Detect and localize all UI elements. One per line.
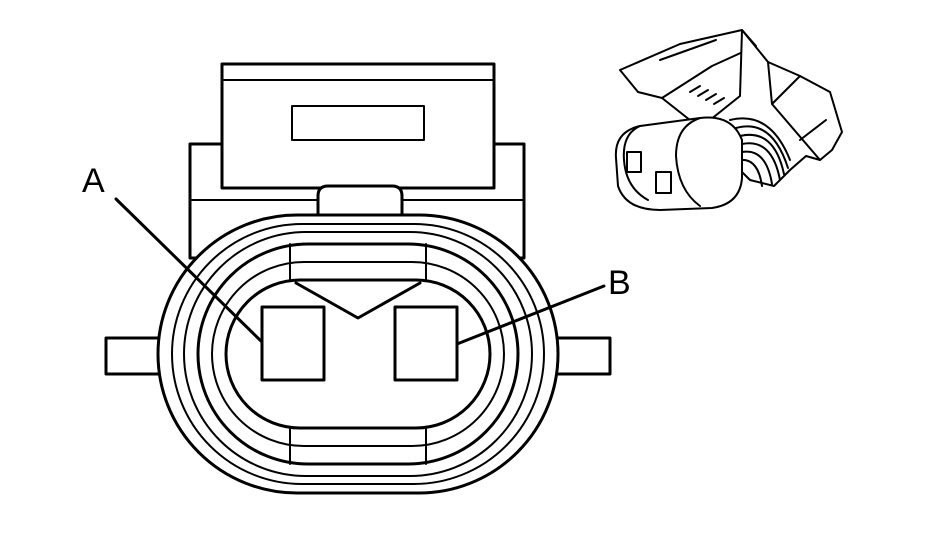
terminal-label-b: B — [608, 264, 631, 302]
left-mount-tab — [104, 336, 166, 376]
latch-window — [291, 105, 425, 141]
iso-cavity-a — [626, 151, 642, 173]
terminal-cavity-a — [260, 305, 326, 382]
polarization-key — [294, 281, 422, 320]
terminal-cavity-b — [393, 305, 459, 382]
right-mount-tab — [550, 336, 612, 376]
iso-cavity-b — [655, 171, 672, 194]
terminal-label-a: A — [82, 162, 105, 200]
oval-seal-rings — [156, 213, 560, 495]
coil-seal — [729, 117, 791, 187]
connector-isometric-view — [614, 29, 843, 211]
leader-line-b — [455, 284, 606, 346]
connector-face-view: A B — [82, 62, 631, 495]
leader-line-a — [114, 197, 264, 344]
